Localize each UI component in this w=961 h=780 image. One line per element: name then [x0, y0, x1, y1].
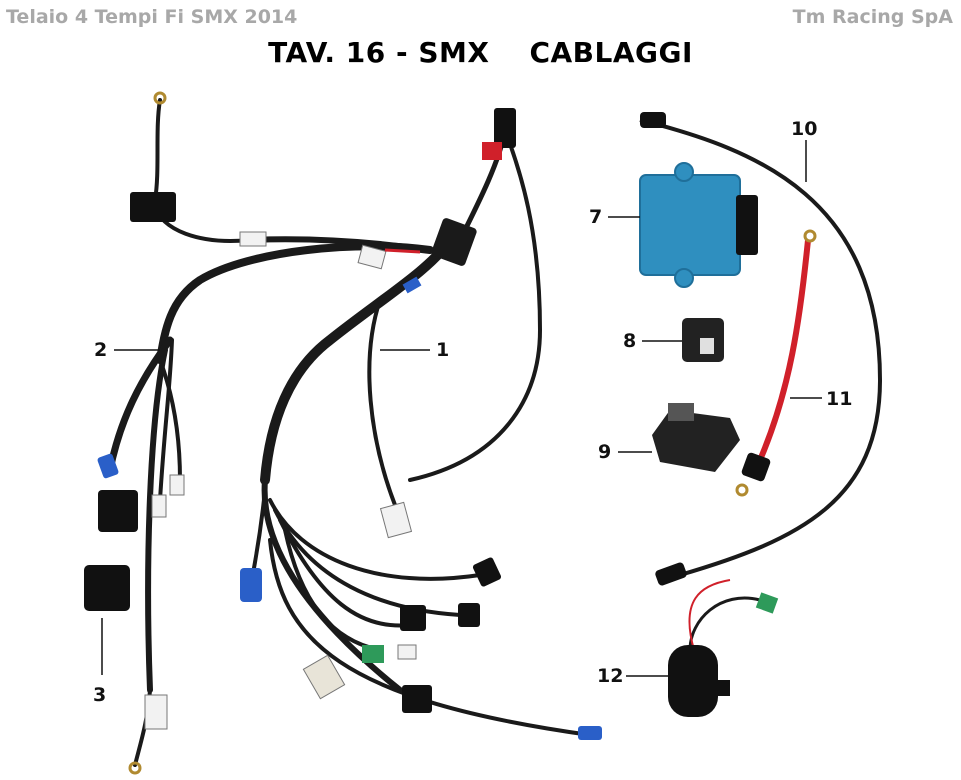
black-connector	[98, 490, 138, 532]
harness-main-1	[250, 127, 592, 737]
leader-lines	[101, 140, 822, 677]
cable-10	[639, 118, 883, 577]
header-company: Tm Racing SpA	[792, 6, 953, 28]
callout-8: 8	[623, 330, 637, 352]
regulator-9	[652, 403, 740, 472]
callout-7: 7	[589, 206, 603, 228]
callout-3: 3	[93, 684, 107, 706]
table-number: TAV. 16 - SMX	[268, 36, 490, 69]
callout-11: 11	[826, 388, 853, 410]
callout-10: 10	[791, 118, 818, 140]
fuse-holder	[130, 192, 176, 222]
callout-9: 9	[598, 441, 612, 463]
callout-2: 2	[94, 339, 108, 361]
cable-11	[757, 239, 811, 462]
header-model: Telaio 4 Tempi Fi SMX 2014	[6, 6, 298, 28]
coil-12	[668, 579, 779, 717]
callout-12: 12	[597, 665, 624, 687]
section-name: CABLAGGI	[529, 36, 693, 69]
callout-1: 1	[436, 339, 450, 361]
ecu-part	[639, 162, 758, 288]
page-title: TAV. 16 - SMX CABLAGGI	[0, 36, 961, 69]
relay-part	[84, 565, 130, 611]
white-connector	[239, 231, 267, 247]
sensor-8	[682, 318, 724, 362]
